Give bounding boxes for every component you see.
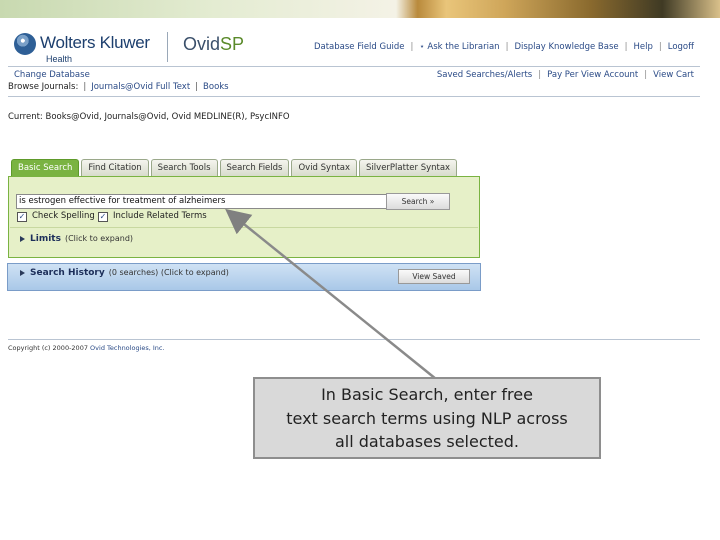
link-display-knowledge-base[interactable]: Display Knowledge Base [514, 42, 619, 52]
top-nav: Database Field Guide | ⋆ Ask the Librarian… [314, 42, 694, 52]
tab-ovid-syntax[interactable]: Ovid Syntax [291, 159, 358, 176]
callout-line-2: text search terms using NLP across [286, 408, 568, 428]
link-help[interactable]: Help [633, 42, 653, 52]
search-input[interactable] [16, 194, 388, 209]
product-name: Ovid [183, 34, 221, 54]
callout-line-3: all databases selected. [334, 432, 519, 451]
link-separator: | [658, 42, 662, 52]
limits-title: Limits [30, 234, 61, 244]
search-history-hint: (0 searches) (Click to expand) [108, 268, 229, 277]
footer-divider [8, 339, 700, 340]
link-logoff[interactable]: Logoff [667, 42, 694, 52]
limits-label: Limits(Click to expand) [30, 234, 133, 244]
librarian-icon: ⋆ [419, 42, 425, 52]
copyright: Copyright (c) 2000-2007 Ovid Technologie… [8, 344, 165, 352]
tab-basic-search[interactable]: Basic Search [11, 159, 80, 176]
link-separator: | [83, 82, 87, 92]
browse-label: Browse Journals: [8, 82, 79, 92]
link-ovid-technologies[interactable]: Ovid Technologies, Inc. [90, 344, 165, 352]
expand-triangle-icon [20, 236, 25, 242]
include-related-terms-label: Include Related Terms [113, 211, 207, 221]
link-saved-searches[interactable]: Saved Searches/Alerts [436, 70, 533, 80]
link-separator: | [538, 70, 542, 80]
search-button[interactable]: Search » [386, 193, 450, 210]
search-history-label: Search History(0 searches) (Click to exp… [30, 268, 229, 278]
link-journals-full-text[interactable]: Journals@Ovid Full Text [91, 82, 191, 92]
section-divider [8, 96, 700, 97]
link-separator: | [644, 70, 648, 80]
search-history-bar[interactable]: Search History(0 searches) (Click to exp… [7, 263, 481, 291]
check-spelling-checkbox[interactable]: ✓ [17, 212, 27, 222]
brand-sub: Health [46, 54, 73, 64]
callout-line-1: In Basic Search, enter free [321, 385, 533, 404]
link-change-database[interactable]: Change Database [14, 70, 90, 80]
tab-find-citation[interactable]: Find Citation [81, 159, 149, 176]
link-database-field-guide[interactable]: Database Field Guide [313, 42, 405, 52]
annotation-callout: In Basic Search, enter free text search … [253, 377, 601, 459]
ovidsp-logo: OvidSP [183, 34, 244, 55]
search-tabs: Basic Search Find Citation Search Tools … [11, 159, 458, 176]
limits-hint: (Click to expand) [64, 234, 134, 243]
view-saved-button[interactable]: View Saved [398, 269, 470, 284]
search-history-title: Search History [30, 268, 105, 278]
globe-icon [14, 33, 36, 55]
link-books[interactable]: Books [203, 82, 229, 92]
link-separator: | [195, 82, 199, 92]
link-separator: | [505, 42, 509, 52]
tab-search-fields[interactable]: Search Fields [219, 159, 290, 176]
include-related-terms-checkbox[interactable]: ✓ [98, 212, 108, 222]
link-view-cart[interactable]: View Cart [653, 70, 694, 80]
secondary-nav: Saved Searches/Alerts | Pay Per View Accou… [437, 70, 694, 80]
header-divider [8, 66, 700, 67]
browse-journals: Browse Journals: | Journals@Ovid Full Text… [8, 82, 229, 92]
tab-search-tools[interactable]: Search Tools [150, 159, 218, 176]
link-separator: | [624, 42, 628, 52]
tab-silverplatter-syntax[interactable]: SilverPlatter Syntax [359, 159, 458, 176]
expand-triangle-icon [20, 270, 25, 276]
logo-divider [167, 32, 168, 62]
check-spelling-label: Check Spelling [32, 211, 95, 221]
brand-name: Wolters Kluwer [40, 33, 150, 52]
product-suffix: SP [220, 34, 245, 54]
link-ask-the-librarian[interactable]: Ask the Librarian [427, 42, 500, 52]
header-image-strip [0, 0, 720, 18]
link-pay-per-view[interactable]: Pay Per View Account [547, 70, 639, 80]
copyright-text: Copyright (c) 2000-2007 [8, 344, 88, 352]
current-databases: Current: Books@Ovid, Journals@Ovid, Ovid… [8, 112, 290, 122]
link-separator: | [410, 42, 414, 52]
